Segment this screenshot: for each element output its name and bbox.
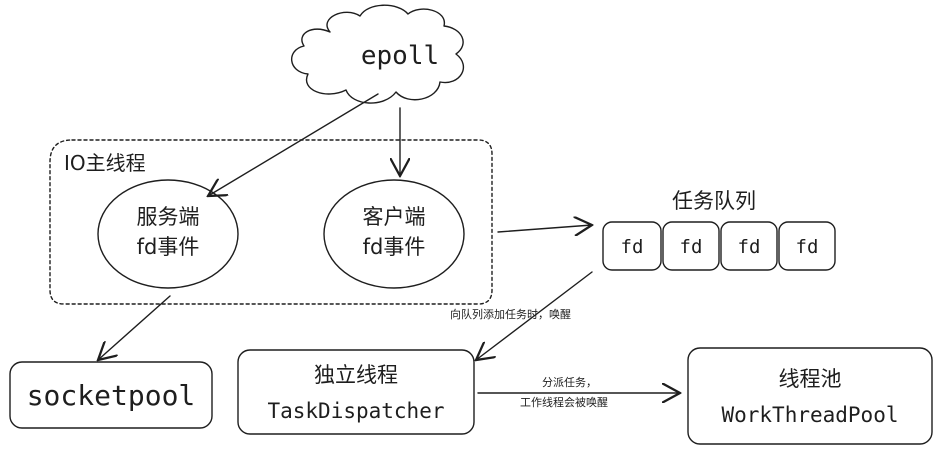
io-main-thread-title: IO主线程: [64, 151, 146, 175]
label-queue-to-dispatcher: 向队列添加任务时，唤醒: [450, 307, 571, 321]
arrow-queue-to-dispatcher: [476, 271, 593, 360]
client-fd-event: 客户端 fd事件: [323, 179, 465, 289]
epoll-label: epoll: [361, 41, 439, 71]
queue-item-label: fd: [796, 236, 819, 258]
queue-item: fd: [602, 221, 662, 271]
label-dispatcher-to-pool-2: 工作线程会被唤醒: [520, 395, 608, 409]
arrow-io-to-socketpool: [98, 295, 171, 360]
server-event-line1: 服务端: [137, 205, 200, 229]
queue-item: fd: [720, 221, 778, 271]
server-fd-event: 服务端 fd事件: [97, 179, 239, 289]
queue-item: fd: [778, 221, 836, 271]
dispatcher-box: 独立线程 TaskDispatcher: [237, 349, 475, 435]
task-queue-title: 任务队列: [672, 189, 756, 213]
io-main-thread-group: IO主线程: [49, 139, 493, 305]
worker-pool-box: 线程池 WorkThreadPool: [687, 347, 933, 445]
dispatcher-line2: TaskDispatcher: [267, 399, 444, 423]
arrow-epoll-to-server: [208, 93, 379, 196]
client-event-line2: fd事件: [363, 235, 426, 259]
socketpool-box: socketpool: [9, 361, 213, 429]
label-dispatcher-to-pool-1: 分派任务，: [542, 376, 597, 389]
server-event-line2: fd事件: [137, 235, 200, 259]
epoll-cloud: epoll: [291, 4, 464, 104]
queue-item-label: fd: [680, 236, 703, 258]
client-event-line1: 客户端: [363, 205, 426, 229]
worker-pool-line2: WorkThreadPool: [721, 403, 898, 427]
dispatcher-line1: 独立线程: [314, 363, 398, 387]
arrow-io-to-queue: [497, 225, 592, 232]
task-queue: 任务队列 fd fd fd fd: [602, 189, 836, 271]
queue-item-label: fd: [738, 236, 761, 258]
queue-item: fd: [662, 221, 720, 271]
socketpool-label: socketpool: [27, 379, 196, 412]
queue-item-label: fd: [621, 236, 644, 258]
worker-pool-line1: 线程池: [779, 367, 842, 391]
